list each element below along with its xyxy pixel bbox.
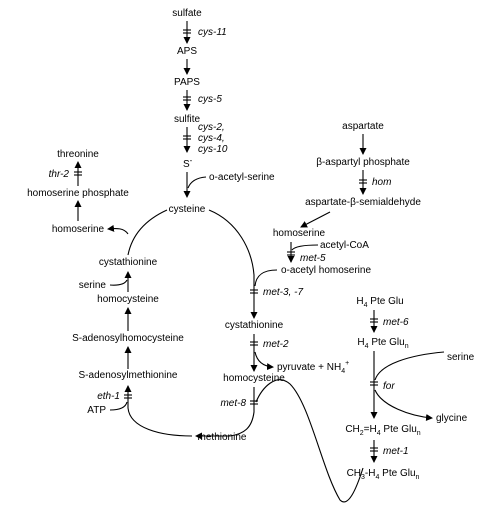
metabolite-s-adenosylmethionine: S-adenosylmethionine <box>79 370 178 381</box>
metabolite-paps: PAPS <box>174 77 200 88</box>
arrow-cysteine-to-cystathionine-center <box>208 209 258 319</box>
gene-met-6: met-6 <box>383 317 409 328</box>
metabolite-s-adenosylhomocysteine: S-adenosylhomocysteine <box>72 333 184 344</box>
metabolite-pyruvate-nh4: pyruvate + NH4+ <box>277 360 349 375</box>
gene-met-2: met-2 <box>263 339 289 350</box>
metabolite-b-aspartyl-phosphate: β-aspartyl phosphate <box>316 157 410 168</box>
metabolite-ch3-h4-pte-glun: CH3-H4 Pte Glun <box>347 468 420 481</box>
arrow-serine-join <box>109 279 128 286</box>
metabolite-aspartate: aspartate <box>342 121 384 132</box>
metabolite-sulfate: sulfate <box>172 8 202 19</box>
arrow-to-pyruvate <box>254 351 274 371</box>
metabolite-o-acetyl-homoserine: o-acetyl homoserine <box>281 265 371 276</box>
gene-cys-11: cys-11 <box>198 27 227 38</box>
gene-cys-2: cys-2, <box>198 122 225 133</box>
metabolite-atp: ATP <box>87 405 106 416</box>
gene-met-5: met-5 <box>300 253 326 264</box>
metabolite-cystathionine-left: cystathionine <box>99 257 158 268</box>
arrow-semialdehyde-to-homoserine <box>300 211 331 228</box>
arrow-methionine-to-sam <box>124 385 193 437</box>
metabolite-o-acetyl-serine: o-acetyl-serine <box>209 172 275 183</box>
metabolite-cysteine: cysteine <box>169 204 206 215</box>
gene-eth-1: eth-1 <box>97 391 120 402</box>
metabolite-glycine: glycine <box>436 413 468 424</box>
gene-met-8: met-8 <box>220 398 246 409</box>
arrow-atp-join <box>109 401 128 411</box>
arrow-cysteine-to-cystathionine-left <box>127 209 168 256</box>
metabolite-homoserine-right: homoserine <box>273 228 326 239</box>
metabolite-threonine: threonine <box>57 149 99 160</box>
metabolite-homoserine-phosphate: homoserine phosphate <box>27 188 129 199</box>
methyl-transfer-wave <box>255 379 364 503</box>
gene-met-1: met-1 <box>383 446 409 457</box>
metabolite-methionine: methionine <box>198 432 247 443</box>
gene-met-3-7: met-3, -7 <box>263 287 303 298</box>
metabolite-serine-right: serine <box>447 352 475 363</box>
metabolite-h4-pte-glun: H4 Pte Glun <box>357 337 408 350</box>
gene-cys-10: cys-10 <box>198 144 228 155</box>
metabolite-acetyl-coa: acetyl-CoA <box>320 240 369 251</box>
metabolite-serine-left: serine <box>79 280 107 291</box>
arrow-serine-right-join <box>374 351 445 381</box>
gene-for: for <box>383 381 395 392</box>
metabolite-homoserine-left: homoserine <box>52 224 105 235</box>
arrow-cystathionine-to-homoserine-left <box>107 224 129 235</box>
metabolite-ch2-h4-pte-glun: CH2=H4 Pte Glun <box>345 424 420 437</box>
metabolite-homocysteine-left: homocysteine <box>97 294 159 305</box>
arrow-homocysteine-to-methionine <box>195 387 255 440</box>
metabolite-sulfite: sulfite <box>174 114 201 125</box>
arrow-acetyl-coa-join <box>291 244 319 251</box>
gene-cys-5: cys-5 <box>198 94 222 105</box>
metabolite-aps: APS <box>177 46 197 57</box>
gene-hom: hom <box>372 177 391 188</box>
metabolite-homocysteine-center: homocysteine <box>223 373 285 384</box>
arrow-o-acetyl-serine-join <box>187 176 207 189</box>
arrow-to-glycine <box>374 389 433 421</box>
metabolite-sulfide: S- <box>183 156 193 170</box>
gene-cys-4: cys-4, <box>198 133 225 144</box>
metabolite-h4-pte-glu: H4 Pte Glu <box>356 296 403 309</box>
metabolite-aspartate-semialdehyde: aspartate-β-semialdehyde <box>305 197 421 208</box>
metabolite-cystathionine-center: cystathionine <box>225 320 284 331</box>
arrow-o-acetyl-homoserine-join <box>254 269 278 287</box>
gene-thr-2: thr-2 <box>49 169 70 180</box>
